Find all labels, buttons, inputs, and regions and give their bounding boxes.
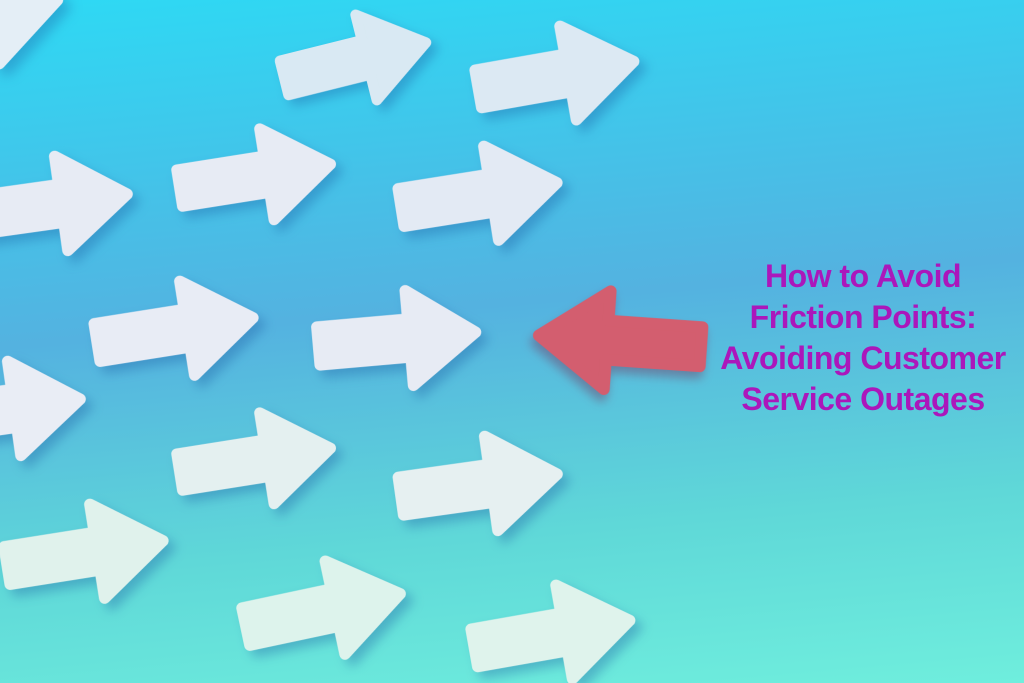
right-arrow-icon — [0, 0, 64, 70]
headline: How to Avoid Friction Points: Avoiding C… — [702, 256, 1024, 420]
headline-line-4: Service Outages — [741, 381, 985, 417]
right-arrow-icon — [0, 355, 86, 462]
right-arrow-icon — [236, 555, 406, 660]
headline-line-1: How to Avoid — [764, 258, 962, 294]
right-arrow-icon — [171, 407, 337, 510]
right-arrow-icon — [0, 150, 133, 257]
headline-line-2: Friction Points: — [749, 299, 977, 335]
right-arrow-icon — [392, 140, 563, 246]
right-arrow-icon — [0, 498, 169, 604]
right-arrow-icon — [274, 9, 432, 106]
right-arrow-icon — [311, 284, 482, 392]
left-arrow-icon — [532, 285, 709, 395]
headline-line-3: Avoiding Customer — [720, 340, 1006, 376]
right-arrow-icon — [392, 430, 563, 537]
right-arrow-icon — [88, 275, 259, 381]
right-arrow-icon — [469, 20, 640, 126]
right-arrow-icon — [465, 579, 636, 683]
right-arrow-icon — [171, 123, 337, 226]
